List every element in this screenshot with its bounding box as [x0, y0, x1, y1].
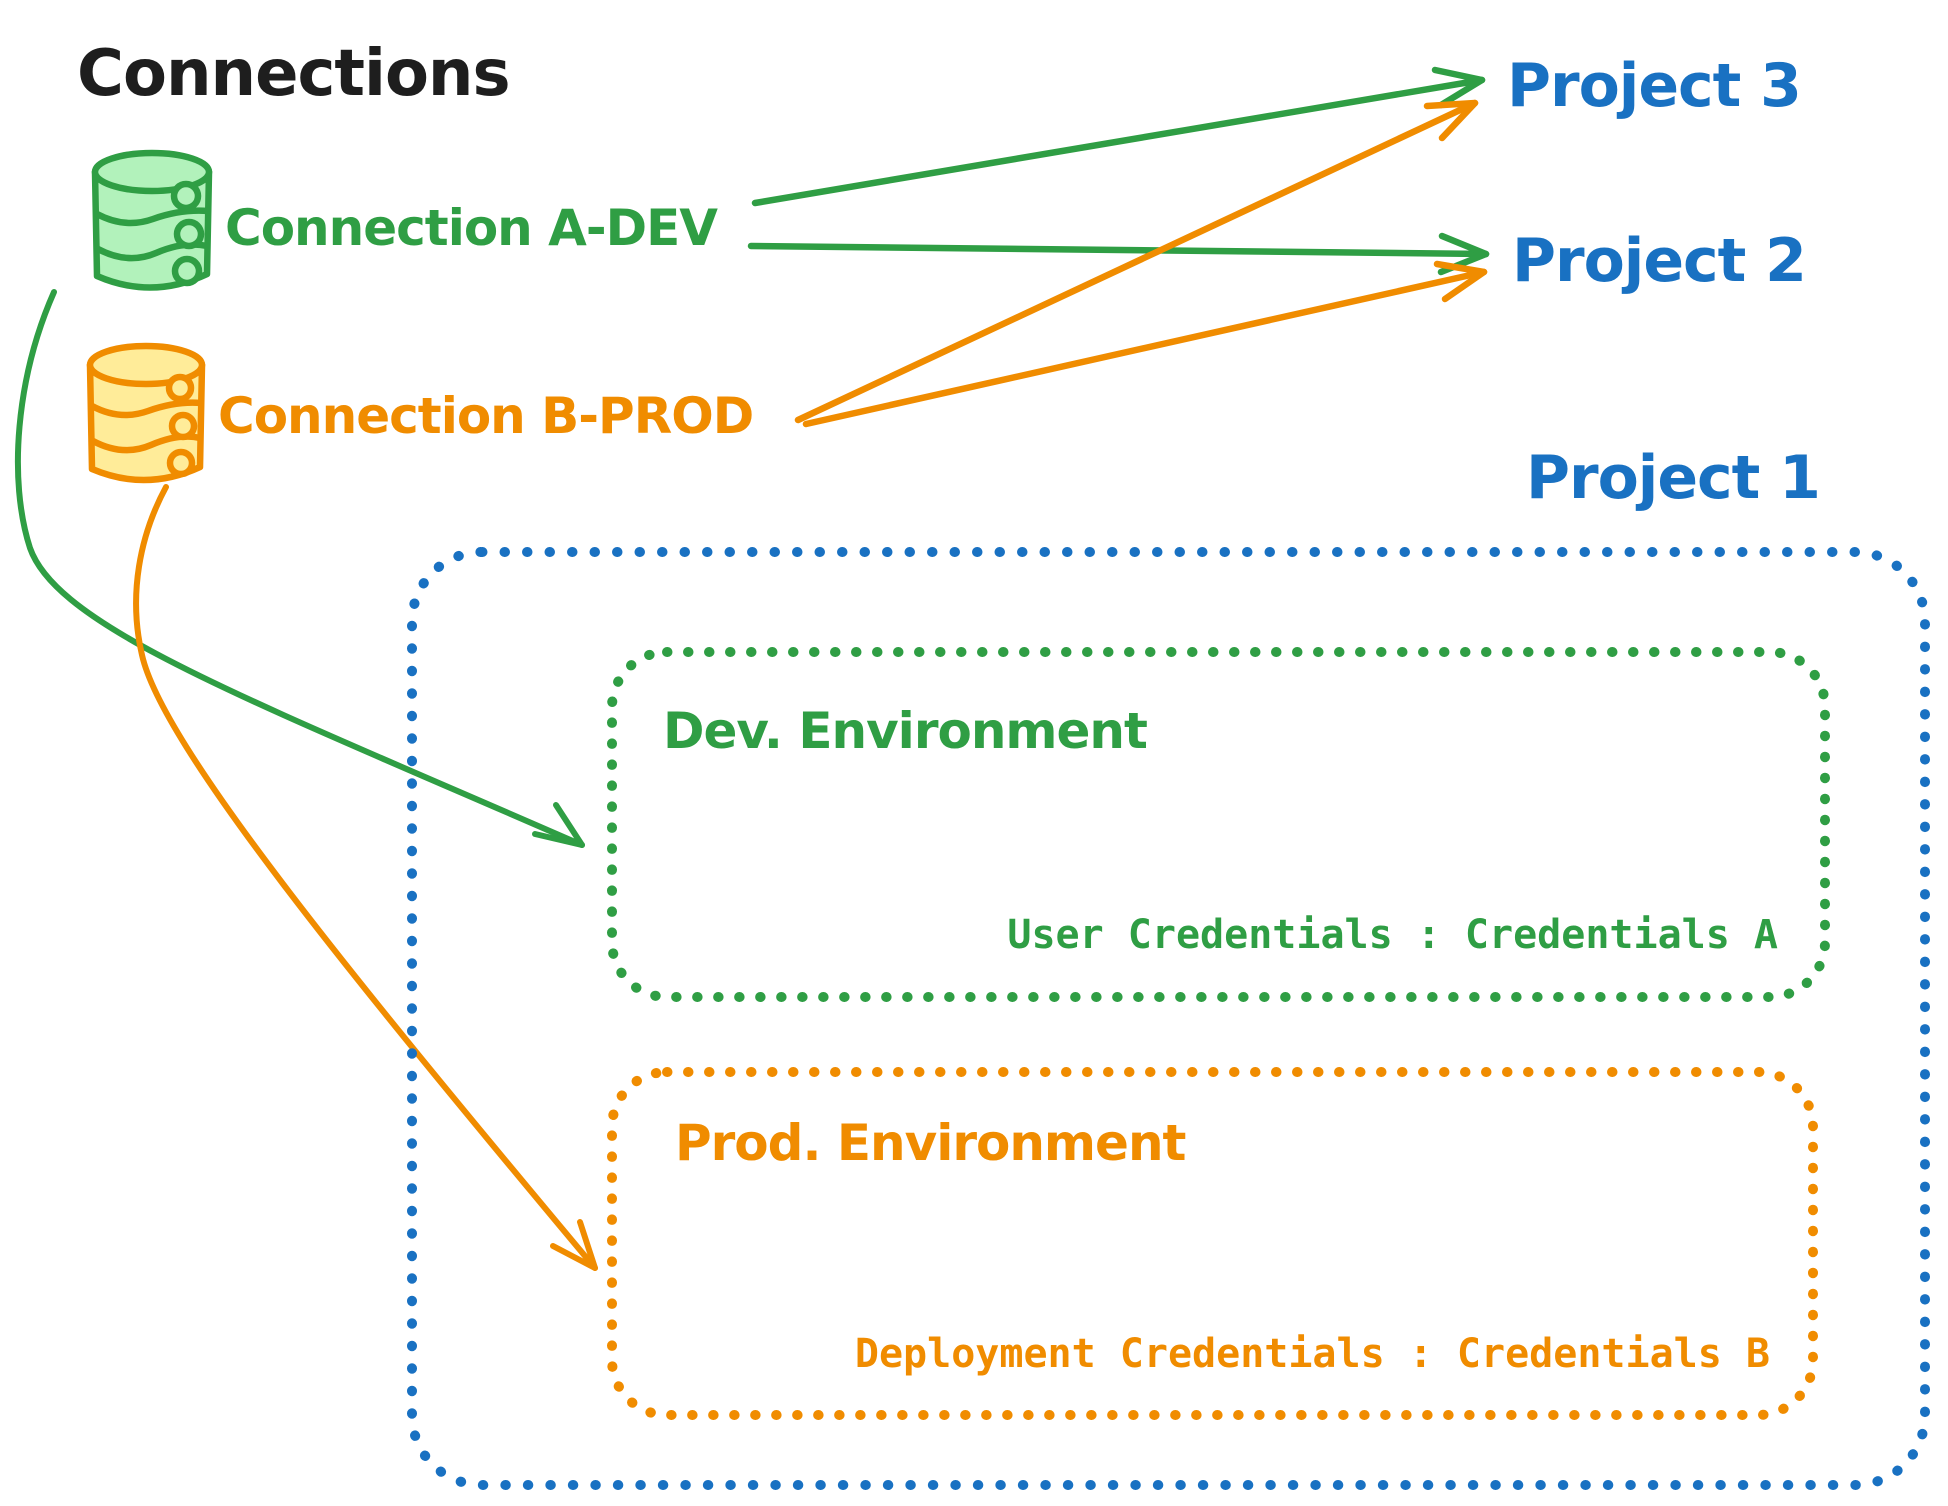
connection-a-dev-label: Connection A-DEV — [225, 199, 718, 257]
prod-environment-title: Prod. Environment — [675, 1114, 1186, 1172]
database-icon-b-prod — [86, 342, 206, 484]
dev-credentials-label: User Credentials : Credentials A — [1007, 912, 1778, 958]
project-3-label: Project 3 — [1507, 51, 1801, 121]
arrow-b-prod-to-prod-environment — [133, 484, 598, 1271]
database-icon-a-dev — [91, 149, 213, 291]
project-1-label: Project 1 — [1526, 443, 1820, 513]
arrow-b-prod-to-project-3 — [794, 99, 1479, 424]
arrow-a-dev-to-project-3 — [751, 66, 1486, 207]
arrow-a-dev-to-dev-environment — [14, 289, 585, 848]
prod-credentials-label: Deployment Credentials : Credentials B — [855, 1331, 1770, 1377]
dev-environment-title: Dev. Environment — [663, 702, 1147, 760]
diagram-title: Connections — [77, 37, 510, 111]
connection-b-prod-label: Connection B-PROD — [218, 387, 753, 445]
dev-environment-box: Dev. Environment User Credentials : Cred… — [607, 647, 1830, 1002]
arrow-b-prod-to-project-2 — [802, 260, 1488, 428]
prod-environment-box: Prod. Environment Deployment Credentials… — [607, 1067, 1818, 1420]
project-2-label: Project 2 — [1512, 226, 1806, 296]
